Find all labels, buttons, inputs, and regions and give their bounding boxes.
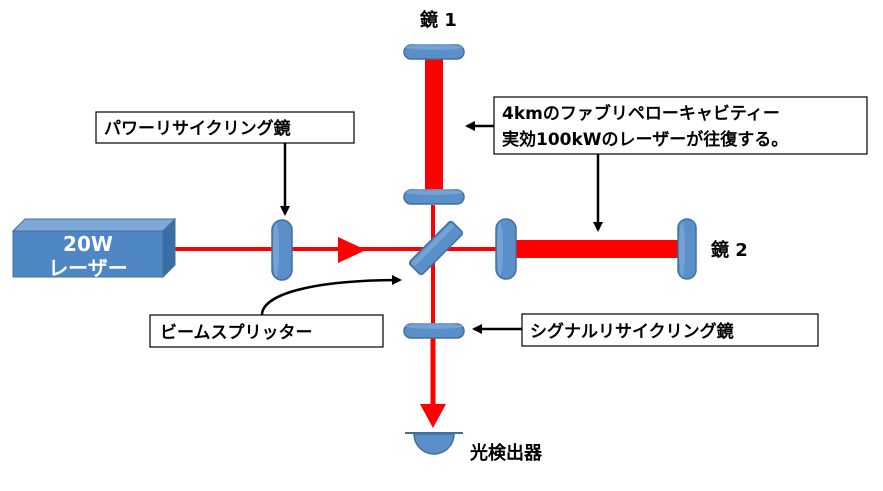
mirror-2-label: 鏡 2 [711, 239, 748, 261]
signal-recycling-mirror [403, 323, 465, 339]
laser-label-line2: レーザー [48, 256, 128, 280]
cavity-callout: 4kmのファブリペローキャビティー 実効100kWのレーザーが往復する。 [465, 96, 868, 232]
detector-direction-arrow [420, 404, 446, 428]
cavity-label-line1: 4kmのファブリペローキャビティー [502, 103, 780, 124]
power-recycling-callout: パワーリサイクリング鏡 [95, 111, 355, 216]
beam-splitter-callout: ビームスプリッター [149, 275, 402, 348]
arm2-cavity-beam [514, 240, 684, 258]
beam-splitter-label: ビームスプリッター [160, 322, 313, 343]
laser-label-line1: 20W [63, 232, 113, 256]
laser-front-face [12, 230, 164, 278]
beam-direction-arrow [338, 237, 366, 263]
photodetector [405, 432, 463, 455]
beam-splitter [408, 220, 464, 276]
power-recycling-mirror [271, 219, 293, 281]
arm1-input-mirror [403, 189, 465, 205]
mirror-1 [403, 44, 465, 60]
mirror-2 [677, 218, 697, 280]
signal-recycling-callout: シグナルリサイクリング鏡 [472, 313, 819, 347]
arm1-cavity-beam [425, 58, 443, 192]
power-recycling-label: パワーリサイクリング鏡 [104, 118, 291, 139]
mirror-1-label: 鏡 1 [420, 9, 457, 31]
signal-recycling-label: シグナルリサイクリング鏡 [530, 321, 734, 342]
arm2-input-mirror [495, 218, 517, 280]
photodetector-label: 光検出器 [469, 442, 543, 464]
laser-top-face [11, 218, 177, 232]
laser-source: 20W レーザー [11, 217, 177, 280]
cavity-label-line2: 実効100kWのレーザーが往復する。 [502, 129, 788, 150]
